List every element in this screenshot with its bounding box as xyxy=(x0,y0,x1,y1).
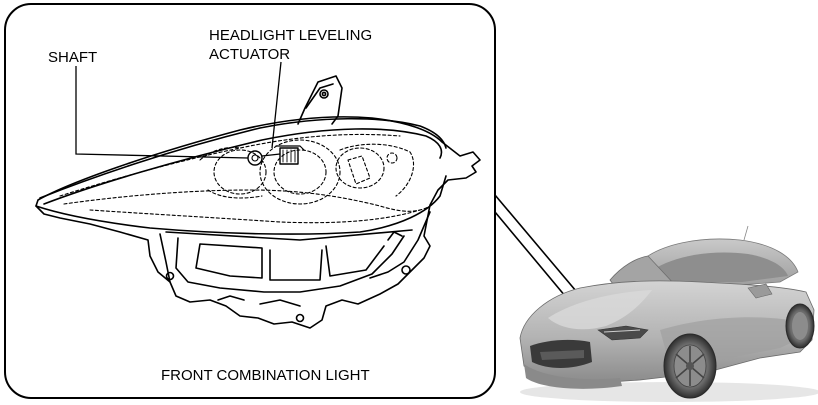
car-mirror xyxy=(747,283,773,299)
leader-lines xyxy=(75,61,282,159)
shaft-label: SHAFT xyxy=(48,49,97,66)
lens-front-edge xyxy=(39,117,447,199)
housing-outline xyxy=(35,116,481,329)
car-rear-wheel xyxy=(785,303,815,349)
car-illustration xyxy=(519,225,818,402)
car-headlight xyxy=(597,325,649,341)
actuator-label-line1: HEADLIGHT LEVELING xyxy=(209,27,372,44)
front-combination-light xyxy=(35,75,481,329)
callout-frame xyxy=(4,3,496,399)
actuator-leader xyxy=(271,61,282,149)
actuator-label-line2: ACTUATOR xyxy=(209,46,290,63)
rear-housing xyxy=(159,211,431,283)
headlight-leveling-actuator xyxy=(275,145,305,165)
mounting-bracket xyxy=(297,75,343,125)
car-front-wheel xyxy=(663,333,717,399)
shaft-leader xyxy=(75,66,249,159)
caption-label: FRONT COMBINATION LIGHT xyxy=(161,367,370,384)
